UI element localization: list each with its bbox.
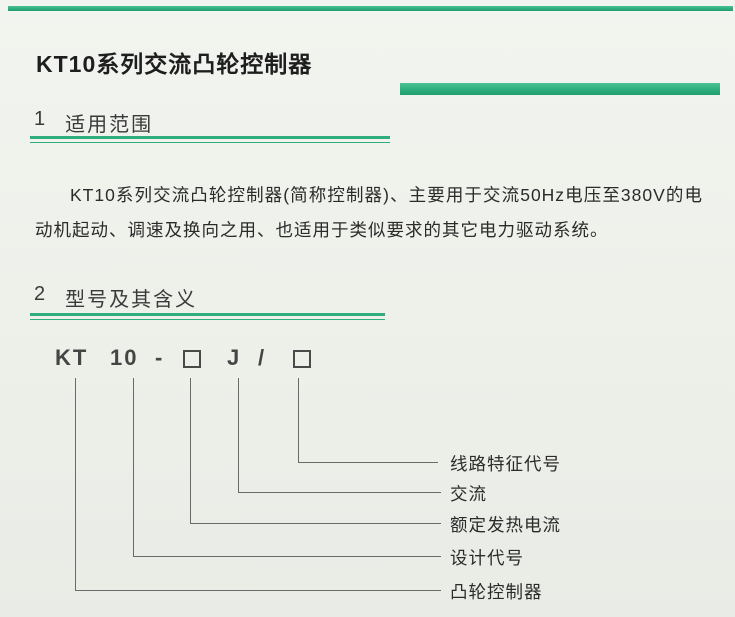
model-ac-letter: J xyxy=(227,345,242,370)
model-feature-box xyxy=(293,350,311,368)
title-accent-bar xyxy=(400,83,720,95)
section-1-number: 1 xyxy=(34,108,48,130)
model-current-box xyxy=(183,350,201,368)
section-2-number: 2 xyxy=(34,283,48,305)
connector-line-feature xyxy=(298,378,438,463)
label-rated-heating-current: 额定发热电流 xyxy=(450,515,561,535)
connector-cam-controller xyxy=(75,378,441,591)
label-cam-controller: 凸轮控制器 xyxy=(450,582,543,602)
section-2-underline xyxy=(30,313,385,320)
model-dash: - xyxy=(155,345,165,370)
scope-paragraph: KT10系列交流凸轮控制器(简称控制器)、主要用于交流50Hz电压至380V的电… xyxy=(35,184,703,240)
section-1-heading: 1 适用范围 xyxy=(34,108,153,137)
label-design-code: 设计代号 xyxy=(450,548,524,568)
connector-design-code xyxy=(133,378,441,557)
model-designation: KT 10 - J / xyxy=(55,345,355,375)
model-slash: / xyxy=(258,345,267,370)
label-ac: 交流 xyxy=(450,484,487,504)
connector-rated-current xyxy=(190,378,441,524)
section-1-title: 适用范围 xyxy=(65,114,154,136)
label-line-feature-code: 线路特征代号 xyxy=(450,454,561,474)
section-2-heading: 2 型号及其含义 xyxy=(34,283,197,312)
top-accent-bar xyxy=(8,6,733,11)
section-1-underline xyxy=(30,136,390,143)
connector-ac xyxy=(238,378,441,493)
model-design-number: 10 xyxy=(110,345,139,370)
section-2-title: 型号及其含义 xyxy=(65,289,198,311)
model-prefix: KT xyxy=(55,345,89,370)
page-title: KT10系列交流凸轮控制器 xyxy=(36,51,313,78)
